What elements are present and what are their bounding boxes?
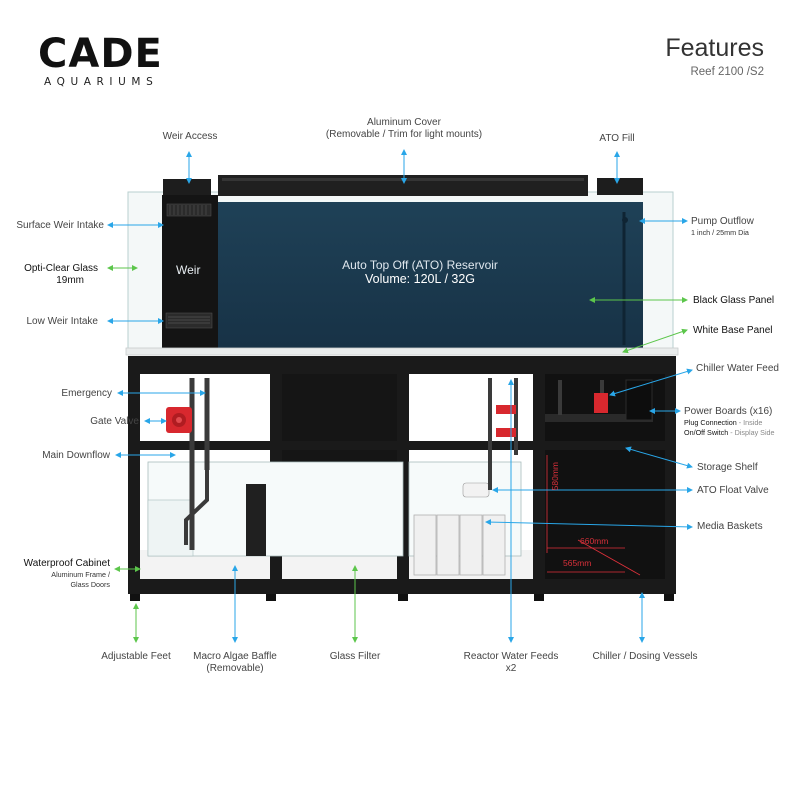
label-emergency: Emergency	[61, 388, 112, 399]
label-onoff-switch: On/Off Switch - Display Side	[684, 428, 775, 438]
label-aluminum-cover-line2: (Removable / Trim for light mounts)	[325, 129, 483, 140]
dimension-width-565: 565mm	[563, 558, 592, 568]
label-onoff-switch-term: On/Off Switch	[684, 428, 729, 437]
label-reactor-line1: Reactor Water Feeds	[463, 651, 559, 662]
label-gate-valve: Gate Valve	[90, 416, 139, 427]
label-reactor-line2: x2	[505, 663, 517, 674]
label-black-glass-panel: Black Glass Panel	[693, 295, 775, 306]
weir-access-lid	[163, 179, 211, 195]
page-subtitle: Reef 2100 /S2	[690, 66, 764, 78]
adjustable-foot	[398, 594, 408, 601]
label-pump-outflow: Pump Outflow 1 inch / 25mm Dia	[691, 216, 754, 238]
cabinet	[128, 356, 676, 601]
label-opti-clear-line2: 19mm	[56, 275, 84, 286]
label-power-boards: Power Boards (x16) Plug Connection - Ins…	[684, 406, 775, 438]
adjustable-foot	[664, 594, 674, 601]
dimension-height: 580mm	[550, 462, 560, 491]
label-weir-access: Weir Access	[162, 131, 218, 142]
label-waterproof-cabinet-line2: Aluminum Frame /	[51, 570, 110, 579]
label-macro-algae-baffle: Macro Algae Baffle (Removable)	[175, 651, 295, 675]
label-surface-weir-intake: Surface Weir Intake	[16, 220, 104, 231]
weir-label: Weir	[176, 263, 201, 277]
media-basket	[436, 514, 460, 576]
label-aluminum-cover-line1: Aluminum Cover	[367, 117, 441, 128]
callout-arrows	[107, 149, 693, 643]
display-tank	[125, 175, 679, 356]
label-pump-outflow-line1: Pump Outflow	[691, 216, 754, 227]
ato-reservoir	[218, 202, 643, 348]
adjustable-foot	[130, 594, 140, 601]
adjustable-foot	[534, 594, 544, 601]
label-aluminum-cover: Aluminum Cover (Removable / Trim for lig…	[294, 117, 514, 141]
logo-subtitle: AQUARIUMS	[44, 76, 159, 88]
label-onoff-switch-note: - Display Side	[728, 428, 775, 437]
label-storage-shelf: Storage Shelf	[697, 462, 758, 473]
label-media-baskets: Media Baskets	[697, 521, 763, 532]
reservoir-label: Auto Top Off (ATO) Reservoir Volume: 120…	[310, 258, 530, 286]
label-macro-algae-line1: Macro Algae Baffle	[193, 651, 277, 662]
storage-shelf	[545, 414, 653, 422]
media-basket	[482, 514, 506, 576]
label-glass-filter: Glass Filter	[329, 651, 381, 662]
reservoir-title: Auto Top Off (ATO) Reservoir	[342, 258, 498, 272]
label-reactor-water-feeds: Reactor Water Feeds x2	[446, 651, 576, 675]
label-plug-connection-term: Plug Connection	[684, 418, 737, 427]
label-adjustable-feet: Adjustable Feet	[101, 651, 171, 662]
label-ato-fill: ATO Fill	[599, 133, 635, 144]
adjustable-foot	[266, 594, 276, 601]
reservoir-volume: Volume: 120L / 32G	[364, 272, 476, 286]
ato-float-valve	[462, 482, 490, 498]
media-basket	[459, 514, 483, 576]
media-basket	[413, 514, 437, 576]
dimension-width-660: 660mm	[580, 536, 609, 546]
white-base-panel	[125, 347, 679, 356]
label-opti-clear-glass: Opti-Clear Glass 19mm	[0, 263, 98, 287]
label-opti-clear-line1: Opti-Clear Glass	[24, 263, 98, 274]
page-title: Features	[665, 34, 764, 62]
label-low-weir-intake: Low Weir Intake	[26, 316, 98, 327]
label-macro-algae-line2: (Removable)	[206, 663, 264, 674]
label-waterproof-cabinet-line1: Waterproof Cabinet	[23, 558, 110, 569]
label-waterproof-cabinet-line3: Glass Doors	[70, 580, 110, 589]
brand-logo: CADE AQUARIUMS	[38, 34, 163, 88]
label-ato-float-valve: ATO Float Valve	[697, 485, 769, 496]
label-plug-connection: Plug Connection - Inside	[684, 418, 775, 428]
label-pump-outflow-line2: 1 inch / 25mm Dia	[691, 228, 749, 237]
label-chiller-dosing-vessels: Chiller / Dosing Vessels	[592, 651, 698, 662]
ato-fill-lid	[597, 178, 643, 195]
label-power-boards-line1: Power Boards (x16)	[684, 406, 773, 417]
label-plug-connection-note: - Inside	[736, 418, 763, 427]
label-white-base-panel: White Base Panel	[693, 325, 773, 336]
label-waterproof-cabinet: Waterproof Cabinet Aluminum Frame / Glas…	[0, 558, 110, 590]
label-main-downflow: Main Downflow	[42, 450, 110, 461]
label-chiller-water-feed: Chiller Water Feed	[696, 363, 779, 374]
logo-wordmark: CADE	[38, 31, 163, 77]
macro-algae-baffle	[246, 484, 266, 556]
